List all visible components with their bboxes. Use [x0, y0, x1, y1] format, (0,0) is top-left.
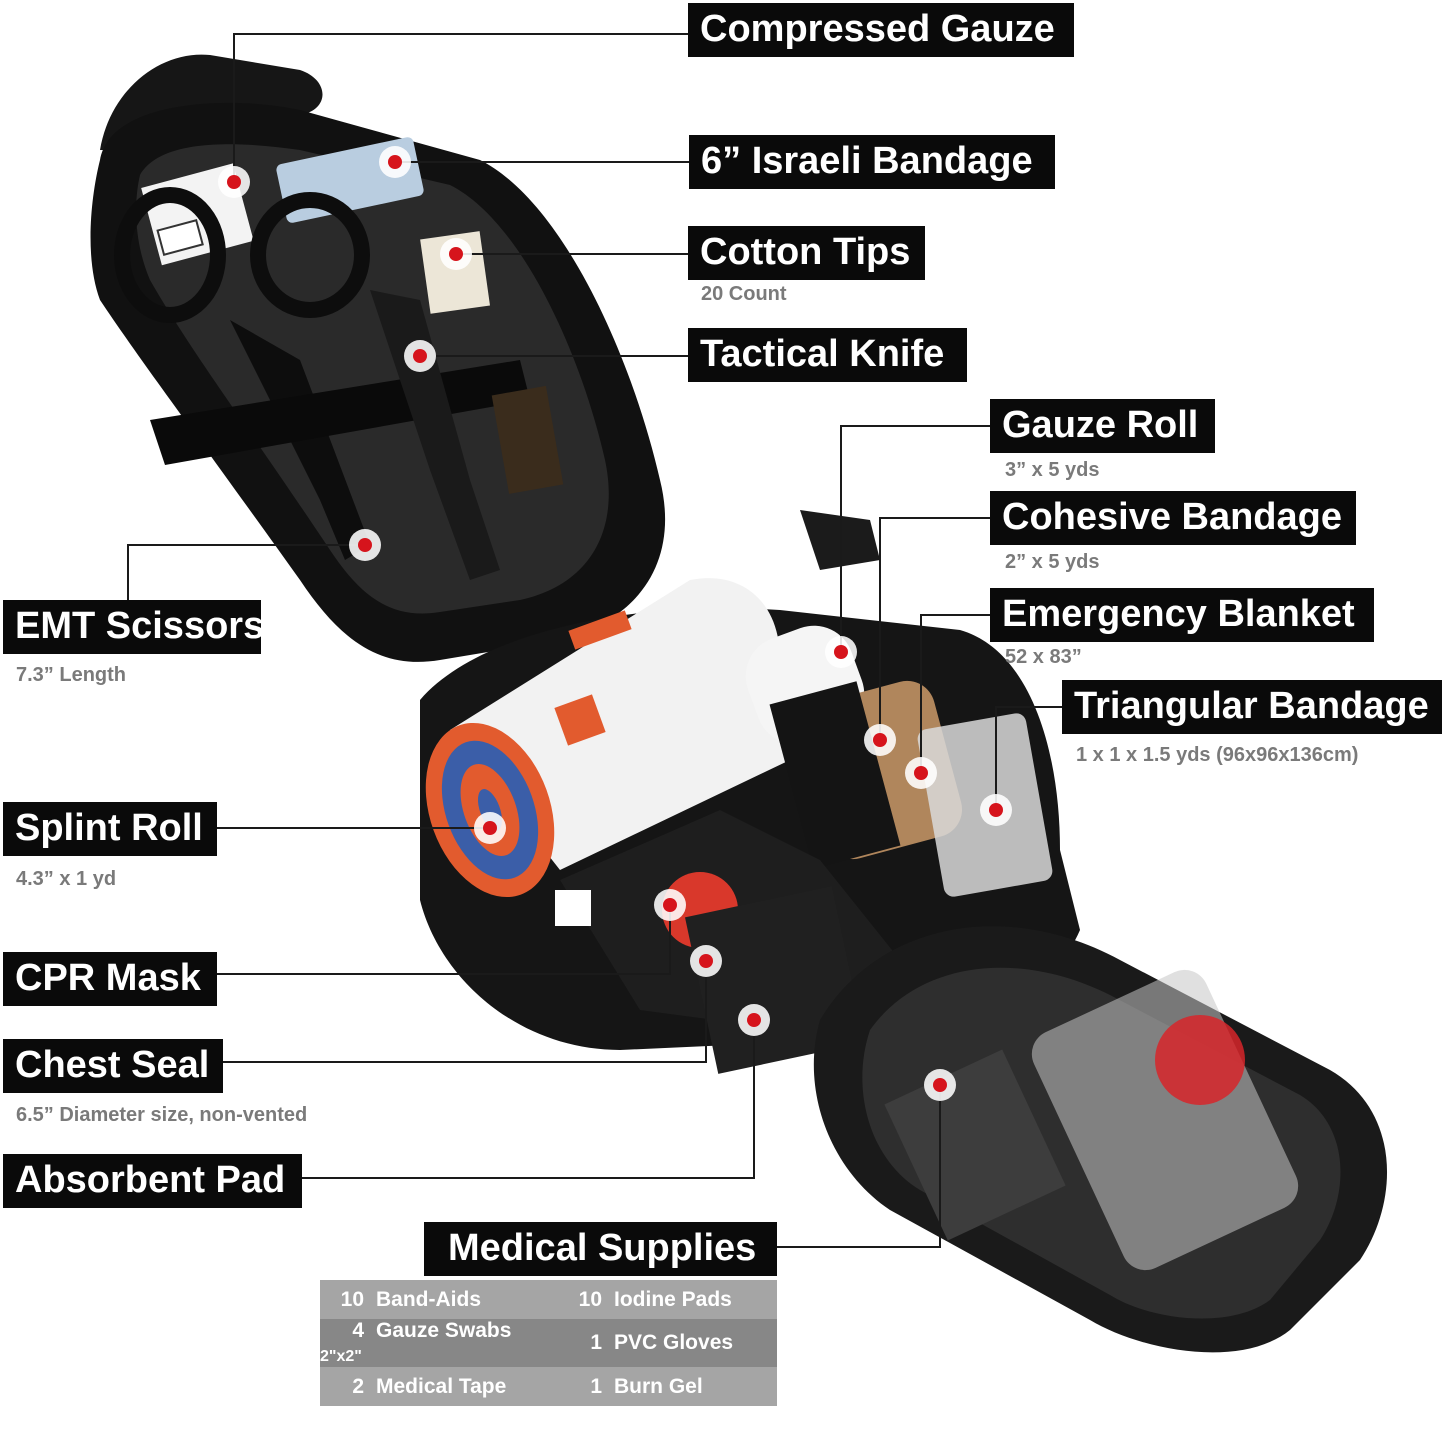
marker-cpr-mask	[654, 889, 686, 921]
marker-cotton-tips	[440, 238, 472, 270]
marker-israeli-bandage	[379, 146, 411, 178]
supply-name: Band-Aids	[376, 1287, 481, 1311]
supply-name: Gauze Swabs	[376, 1319, 512, 1342]
label-israeli-bandage: 6” Israeli Bandage	[689, 135, 1055, 189]
label-compressed-gauze: Compressed Gauze	[688, 3, 1074, 57]
label-tactical-knife: Tactical Knife	[688, 328, 967, 382]
supply-unit: 2"x2"	[320, 1348, 362, 1365]
marker-gauze-roll	[825, 636, 857, 668]
label-triangular-bandage: Triangular Bandage	[1062, 680, 1442, 734]
label-cotton-tips: Cotton Tips	[688, 226, 925, 280]
label-splint-roll: Splint Roll	[3, 802, 217, 856]
supply-name: Iodine Pads	[614, 1287, 732, 1311]
label-cohesive-bandage: Cohesive Bandage	[990, 491, 1356, 545]
detail-gauze-roll: 3” x 5 yds	[1005, 459, 1100, 481]
table-row: 4 Gauze Swabs 2"x2" 1 PVC Gloves	[320, 1319, 777, 1367]
marker-compressed-gauze	[218, 166, 250, 198]
label-chest-seal: Chest Seal	[3, 1039, 223, 1093]
detail-cotton-tips: 20 Count	[701, 283, 787, 305]
detail-chest-seal: 6.5” Diameter size, non-vented	[16, 1104, 308, 1126]
detail-splint-roll: 4.3” x 1 yd	[16, 868, 117, 890]
supply-qty: 1	[590, 1331, 602, 1354]
marker-cohesive-bandage	[864, 724, 896, 756]
detail-emt-scissors: 7.3” Length	[16, 664, 127, 686]
marker-tactical-knife	[404, 340, 436, 372]
marker-emergency-blanket	[905, 757, 937, 789]
label-medical-supplies: Medical Supplies	[424, 1222, 777, 1276]
medical-supplies-table: 10 Band-Aids 10 Iodine Pads 4 Gauze Swabs 2…	[320, 1280, 777, 1406]
detail-emergency-blanket: 52 x 83”	[1005, 646, 1082, 668]
table-row: 2 Medical Tape 1 Burn Gel	[320, 1367, 777, 1406]
marker-chest-seal	[690, 945, 722, 977]
table-row: 10 Band-Aids 10 Iodine Pads	[320, 1280, 777, 1319]
label-absorbent-pad: Absorbent Pad	[3, 1154, 302, 1208]
supply-qty: 1	[590, 1374, 602, 1398]
marker-triangular-bandage	[980, 794, 1012, 826]
supply-name: Medical Tape	[376, 1374, 507, 1398]
detail-triangular-bandage: 1 x 1 x 1.5 yds (96x96x136cm)	[1076, 744, 1359, 766]
supply-qty: 2	[352, 1374, 364, 1398]
knife-shape	[370, 290, 500, 580]
supply-qty: 4	[352, 1319, 364, 1342]
supply-name: Burn Gel	[614, 1374, 703, 1398]
supply-qty: 10	[340, 1287, 364, 1311]
supply-qty: 10	[578, 1287, 602, 1311]
marker-splint-roll	[474, 812, 506, 844]
supply-name: PVC Gloves	[614, 1331, 734, 1354]
marker-medical-supplies	[924, 1069, 956, 1101]
marker-absorbent-pad	[738, 1004, 770, 1036]
detail-cohesive-bandage: 2” x 5 yds	[1005, 551, 1100, 573]
label-emergency-blanket: Emergency Blanket	[990, 588, 1374, 642]
label-gauze-roll: Gauze Roll	[990, 399, 1215, 453]
label-emt-scissors: EMT Scissors	[3, 600, 264, 654]
marker-emt-scissors	[349, 529, 381, 561]
scissors-shape	[114, 187, 370, 323]
label-cpr-mask: CPR Mask	[3, 952, 217, 1006]
cotton-tips-box	[420, 231, 490, 314]
